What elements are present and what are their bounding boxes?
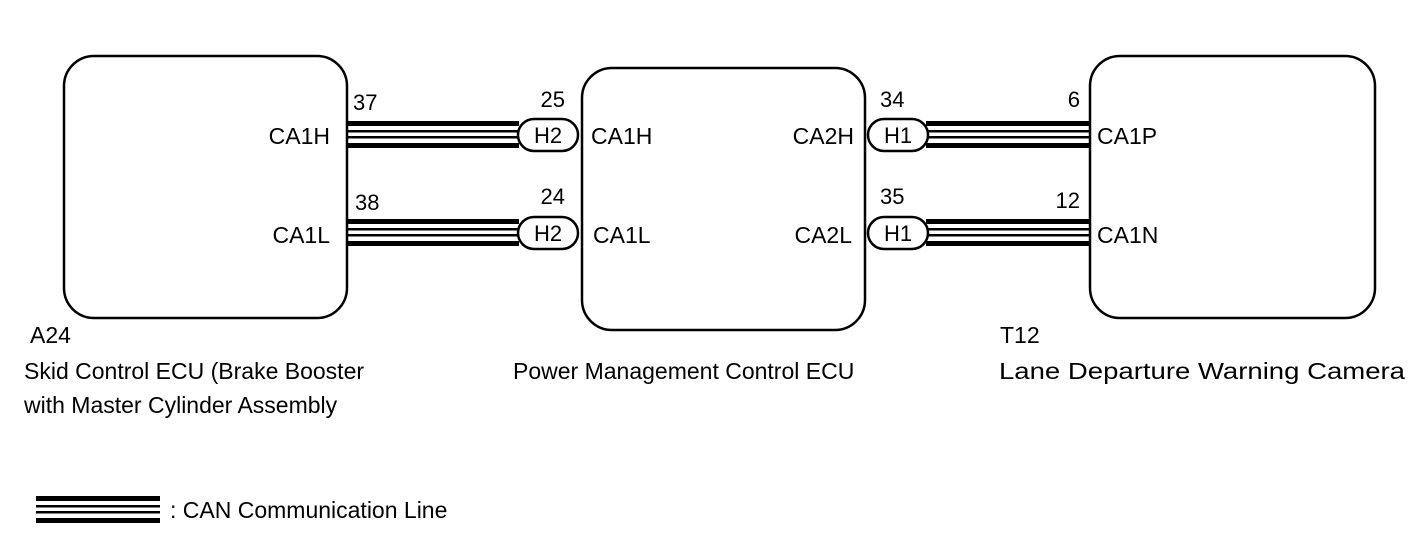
connector-h2-low: [516, 215, 580, 251]
power-management-ecu-box: [580, 66, 867, 332]
camera-terminal-low: CA1N: [1097, 222, 1158, 248]
skid-name-line1: Skid Control ECU (Brake Booster: [24, 358, 364, 384]
skid-pin-low: 38: [355, 190, 379, 215]
skid-name-line2: with Master Cylinder Assembly: [23, 392, 338, 418]
pmc-pin-left-high: 25: [541, 87, 565, 112]
lane-camera-box: [1088, 54, 1377, 320]
skid-terminal-high: CA1H: [269, 123, 330, 149]
pmc-name: Power Management Control ECU: [513, 358, 854, 384]
connector-h1-low: [866, 215, 930, 251]
pmc-terminal-left-high: CA1H: [591, 123, 652, 149]
legend-can-line-symbol: [36, 496, 160, 523]
pmc-terminal-right-low: CA2L: [794, 222, 852, 248]
camera-pin-high: 6: [1068, 87, 1080, 112]
pmc-pin-right-high: 34: [880, 87, 904, 112]
skid-pin-high: 37: [353, 90, 377, 115]
skid-code: A24: [30, 322, 71, 348]
pmc-pin-left-low: 24: [541, 184, 565, 209]
connector-h2-high: [516, 117, 580, 153]
connector-h2-high-label: H2: [534, 123, 562, 148]
connector-h1-low-label: H1: [884, 221, 912, 246]
can-line-camera-high: [926, 121, 1090, 148]
skid-terminal-low: CA1L: [272, 222, 330, 248]
legend-label: : CAN Communication Line: [170, 497, 447, 523]
camera-terminal-high: CA1P: [1097, 123, 1157, 149]
can-line-skid-high: [347, 121, 519, 148]
camera-code: T12: [1000, 322, 1040, 348]
connector-h2-low-label: H2: [534, 221, 562, 246]
pmc-terminal-left-low: CA1L: [593, 222, 651, 248]
connector-h1-high: [866, 117, 930, 153]
connector-h1-high-label: H1: [884, 123, 912, 148]
skid-control-ecu-box: [62, 54, 349, 320]
camera-name: Lane Departure Warning Camera: [999, 358, 1405, 384]
can-line-camera-low: [926, 219, 1090, 246]
pmc-terminal-right-high: CA2H: [793, 123, 854, 149]
pmc-pin-right-low: 35: [880, 184, 904, 209]
camera-pin-low: 12: [1056, 188, 1080, 213]
can-line-skid-low: [347, 219, 519, 246]
